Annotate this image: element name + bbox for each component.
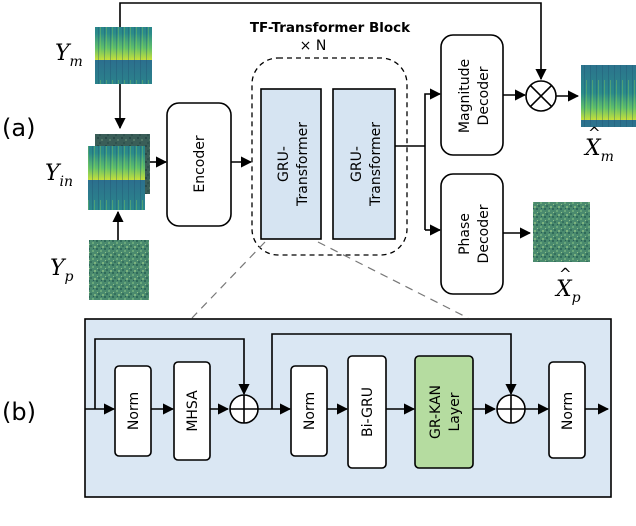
y-p-label: Yp	[50, 256, 74, 285]
norm-3-box	[548, 361, 586, 459]
gru-transformer-2-label: GRU-Transformer	[349, 122, 384, 207]
block-title: TF-Transformer Block	[250, 20, 411, 36]
gru-transformer-1	[260, 88, 322, 240]
encoder-label: Encoder	[192, 135, 208, 192]
y-p-noise	[89, 240, 149, 300]
y-m-label: Ym	[55, 41, 83, 70]
residual-skip-2	[271, 333, 517, 409]
bigru-label: Bi-GRU	[360, 387, 376, 437]
x-m-spectrogram	[581, 65, 636, 127]
zoom-line-right	[317, 241, 469, 319]
gru-transformer-2	[332, 88, 396, 240]
norm-3-label: Norm	[560, 392, 576, 430]
encoder-box	[166, 102, 232, 227]
zoom-line-left	[191, 241, 266, 319]
x-p-noise	[533, 202, 590, 262]
arrow-to-magnitude-decoder	[424, 88, 442, 230]
part-a-label: (a)	[2, 114, 35, 142]
arrow-ym-skip	[119, 2, 547, 81]
grkan-layer-box	[414, 355, 474, 469]
norm-1-box	[114, 365, 152, 457]
part-b-label: (b)	[2, 398, 36, 426]
residual-skip-1	[94, 338, 250, 409]
x-p-hat-label: Xp	[554, 277, 581, 306]
bigru-box	[347, 355, 387, 469]
tf-transformer-block	[251, 57, 408, 256]
y-in-spectrogram	[88, 146, 145, 210]
x-m-hat-label: Xm	[583, 136, 614, 165]
mhsa-label: MHSA	[185, 390, 201, 432]
y-m-spectrogram	[95, 27, 152, 84]
y-in-label: Yin	[45, 161, 73, 190]
norm-2-box	[290, 365, 328, 457]
phase-decoder-box	[440, 173, 504, 295]
gru-transformer-1-label: GRU-Transformer	[276, 122, 311, 207]
multiply-cross-2	[529, 84, 553, 108]
x-p-hat-accent: ^	[559, 265, 572, 283]
norm-1-label: Norm	[126, 392, 142, 430]
x-m-hat-accent: ^	[588, 124, 601, 142]
norm-2-label: Norm	[302, 392, 318, 430]
block-repeat: × N	[300, 38, 327, 54]
mhsa-box	[173, 361, 211, 461]
